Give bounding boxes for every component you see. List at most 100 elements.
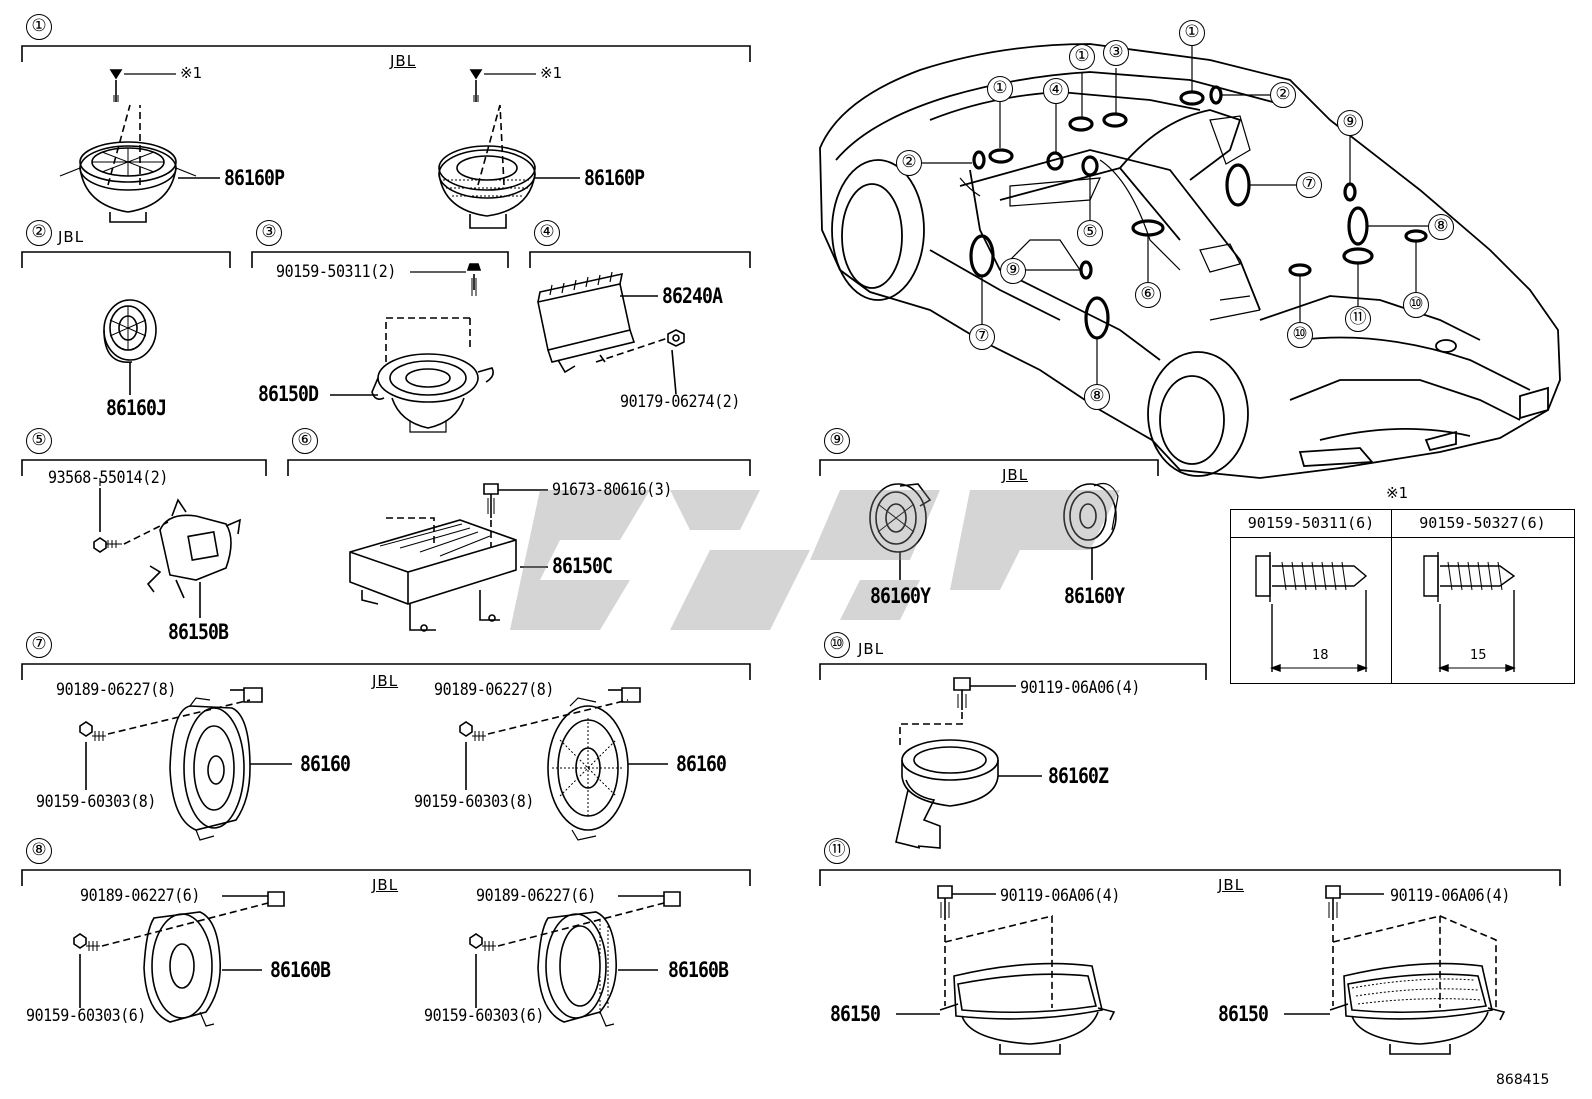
- group-4-number: ④: [534, 220, 560, 246]
- part-90159-60303-6-right[interactable]: 90159-60303(6): [424, 1006, 544, 1026]
- group-8-number: ⑧: [26, 838, 52, 864]
- part-90119-06A06-4-g11-left[interactable]: 90119-06A06(4): [1000, 886, 1120, 906]
- part-91673-80616-3[interactable]: 91673-80616(3): [552, 480, 672, 500]
- group-6-number: ⑥: [292, 428, 318, 454]
- fastener-table-title: ※1: [1386, 484, 1409, 502]
- group-7-jbl-label: JBL: [372, 672, 399, 690]
- speaker-86160Y-right-drawing: [1063, 483, 1119, 580]
- group-1-jbl-label: JBL: [390, 52, 417, 70]
- car-callout-8a[interactable]: ⑧: [1084, 384, 1110, 410]
- car-callout-2a[interactable]: ②: [896, 150, 922, 176]
- part-90159-50311-2[interactable]: 90159-50311(2): [276, 262, 396, 282]
- group-7-number: ⑦: [26, 632, 52, 658]
- woofer-86150-left-drawing: [896, 885, 1116, 1055]
- part-86160-left[interactable]: 86160: [300, 752, 351, 776]
- part-86240A[interactable]: 86240A: [662, 284, 723, 308]
- fastener-table: 90159-50311(6) 90159-50327(6): [1230, 509, 1575, 684]
- group-2-jbl-label: JBL: [58, 228, 85, 246]
- part-90119-06A06-4-g10[interactable]: 90119-06A06(4): [1020, 678, 1140, 698]
- part-90159-60303-8-right[interactable]: 90159-60303(8): [414, 792, 534, 812]
- part-90189-06227-8-left[interactable]: 90189-06227(8): [56, 680, 176, 700]
- fastener-col-1-length: 18: [1312, 648, 1329, 663]
- car-callout-9b[interactable]: ⑨: [1337, 110, 1363, 136]
- part-86160B-right[interactable]: 86160B: [668, 958, 729, 982]
- part-86160J[interactable]: 86160J: [106, 396, 167, 420]
- group-9-jbl-label: JBL: [1002, 466, 1029, 484]
- part-90159-60303-6-left[interactable]: 90159-60303(6): [26, 1006, 146, 1026]
- part-86150-left[interactable]: 86150: [830, 1002, 881, 1026]
- car-callout-11[interactable]: ⑪: [1345, 306, 1371, 332]
- group-10-bracket: [819, 663, 1207, 680]
- woofer-86150-right-drawing: [1284, 885, 1506, 1055]
- speaker-86160-right-drawing: [459, 687, 668, 841]
- buzzer-86150B-drawing: [93, 488, 241, 618]
- group-2-number: ②: [26, 220, 52, 246]
- group-5-bracket: [21, 459, 267, 476]
- car-callout-3[interactable]: ③: [1103, 40, 1129, 66]
- fastener-col-2-length: 15: [1470, 648, 1487, 663]
- speaker-86160Z-drawing: [895, 677, 1042, 849]
- part-90159-60303-8-left[interactable]: 90159-60303(8): [36, 792, 156, 812]
- part-90119-06A06-4-g11-right[interactable]: 90119-06A06(4): [1390, 886, 1510, 906]
- part-90189-06227-6-left[interactable]: 90189-06227(6): [80, 886, 200, 906]
- tweeter-right-drawing: [438, 69, 580, 229]
- fastener-col-1-part[interactable]: 90159-50311(6): [1231, 510, 1391, 538]
- speaker-86150D-drawing: [330, 263, 494, 433]
- part-86150D[interactable]: 86150D: [258, 382, 319, 406]
- car-callout-1c[interactable]: ①: [1179, 20, 1205, 46]
- car-callout-5[interactable]: ⑤: [1077, 220, 1103, 246]
- part-86160Y-left[interactable]: 86160Y: [870, 584, 931, 608]
- part-86160Y-right[interactable]: 86160Y: [1064, 584, 1125, 608]
- car-callout-1a[interactable]: ①: [987, 76, 1013, 102]
- car-callout-8b[interactable]: ⑧: [1428, 214, 1454, 240]
- car-callout-7a[interactable]: ⑦: [969, 324, 995, 350]
- group-1-bracket: [21, 45, 751, 62]
- group-5-number: ⑤: [26, 428, 52, 454]
- fastener-table-divider: [1391, 510, 1392, 683]
- group-11-jbl-label: JBL: [1218, 876, 1245, 894]
- car-callout-10b[interactable]: ⑩: [1403, 292, 1429, 318]
- speaker-86160Y-left-drawing: [869, 483, 932, 580]
- group-11-bracket: [819, 869, 1561, 886]
- part-86160B-left[interactable]: 86160B: [270, 958, 331, 982]
- car-callout-2b[interactable]: ②: [1270, 82, 1296, 108]
- part-86160Z[interactable]: 86160Z: [1048, 764, 1109, 788]
- group-8-jbl-label: JBL: [372, 876, 399, 894]
- part-90179-06274-2[interactable]: 90179-06274(2): [620, 392, 740, 412]
- car-callout-6[interactable]: ⑥: [1135, 282, 1161, 308]
- car-callout-leaders: [922, 44, 1428, 384]
- group-2-bracket: [21, 251, 231, 268]
- car-callout-10a[interactable]: ⑩: [1287, 322, 1313, 348]
- part-93568-55014-2[interactable]: 93568-55014(2): [48, 468, 168, 488]
- part-90189-06227-8-right[interactable]: 90189-06227(8): [434, 680, 554, 700]
- part-86150C[interactable]: 86150C: [552, 554, 613, 578]
- car-callout-1b[interactable]: ①: [1069, 44, 1095, 70]
- car-illustration: [819, 43, 1561, 479]
- car-callout-7b[interactable]: ⑦: [1296, 172, 1322, 198]
- fastener-screw-2-drawing: [1423, 552, 1516, 673]
- car-callout-9a[interactable]: ⑨: [1000, 258, 1026, 284]
- diagram-code: 868415: [1496, 1072, 1550, 1088]
- speaker-86160J-drawing: [103, 299, 157, 395]
- amplifier-86150C-drawing: [349, 483, 548, 632]
- tweeter-left-note: ※1: [180, 64, 203, 82]
- car-speaker-rings: [969, 85, 1428, 340]
- amplifier-86240A-drawing: [537, 271, 685, 395]
- part-90189-06227-6-right[interactable]: 90189-06227(6): [476, 886, 596, 906]
- fastener-col-2-part[interactable]: 90159-50327(6): [1391, 510, 1574, 538]
- group-10-number: ⑩: [824, 632, 850, 658]
- group-9-bracket: [819, 459, 1159, 476]
- speaker-86160B-right-drawing: [469, 891, 681, 1027]
- part-86150-right[interactable]: 86150: [1218, 1002, 1269, 1026]
- part-86160-right[interactable]: 86160: [676, 752, 727, 776]
- car-callout-4[interactable]: ④: [1043, 78, 1069, 104]
- group-1-number: ①: [26, 14, 52, 40]
- part-86160P-right[interactable]: 86160P: [584, 166, 645, 190]
- tweeter-right-note: ※1: [540, 64, 563, 82]
- part-86150B[interactable]: 86150B: [168, 620, 229, 644]
- speaker-86160B-left-drawing: [73, 891, 285, 1027]
- part-86160P-left[interactable]: 86160P: [224, 166, 285, 190]
- group-10-jbl-label: JBL: [858, 640, 885, 658]
